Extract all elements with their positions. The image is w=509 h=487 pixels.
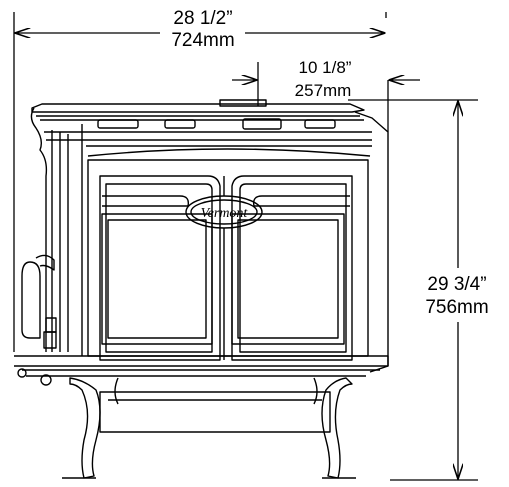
base-plate-top xyxy=(14,355,389,367)
width-dimension xyxy=(13,12,387,352)
ash-lip-knob xyxy=(17,368,27,378)
height-metric-label: 756mm xyxy=(425,297,488,318)
top-vent-right xyxy=(242,118,282,130)
stove-body xyxy=(14,99,389,479)
depth-imperial-label: 10 1/8” xyxy=(299,58,352,77)
width-metric-label: 724mm xyxy=(171,30,234,51)
leg-rear-right xyxy=(313,377,318,405)
top-vent-mid xyxy=(164,119,196,129)
leg-front-left xyxy=(69,377,101,479)
door-right-panel xyxy=(231,213,345,345)
side-latch-top xyxy=(45,317,57,333)
depth-metric-label: 257mm xyxy=(295,81,352,100)
door-left-panel-inner xyxy=(107,219,207,339)
side-latch-bottom xyxy=(43,331,57,349)
door-right-inner xyxy=(239,183,347,353)
front-frame xyxy=(87,159,369,357)
base-knob-left xyxy=(40,374,52,386)
leg-rear-left xyxy=(114,377,119,405)
leg-front-right xyxy=(321,377,353,479)
depth-dimension xyxy=(232,62,420,132)
door-right-outer xyxy=(231,175,353,361)
door-right-panel-inner xyxy=(237,219,339,339)
door-right-band xyxy=(252,195,350,207)
stove-top-collar xyxy=(219,99,267,107)
ash-pan xyxy=(99,391,331,433)
stove-rear-side xyxy=(354,111,389,373)
stove-top-plate xyxy=(31,103,365,113)
door-left-inner xyxy=(105,183,213,353)
door-left-band xyxy=(102,195,190,207)
logo-script: Vermont xyxy=(201,206,249,221)
top-vent-far-right xyxy=(304,119,336,129)
height-dimension xyxy=(348,99,478,481)
cornice-arch xyxy=(87,148,371,157)
door-left-outer xyxy=(99,175,221,361)
door-left-panel xyxy=(101,213,213,345)
stove-left-profile xyxy=(30,107,48,352)
side-handle-hook xyxy=(35,254,55,271)
top-vent-left xyxy=(97,119,139,129)
width-imperial-label: 28 1/2” xyxy=(173,8,232,29)
logo-oval-inner xyxy=(190,199,258,225)
height-imperial-label: 29 3/4” xyxy=(427,274,486,295)
side-handle xyxy=(21,261,41,339)
